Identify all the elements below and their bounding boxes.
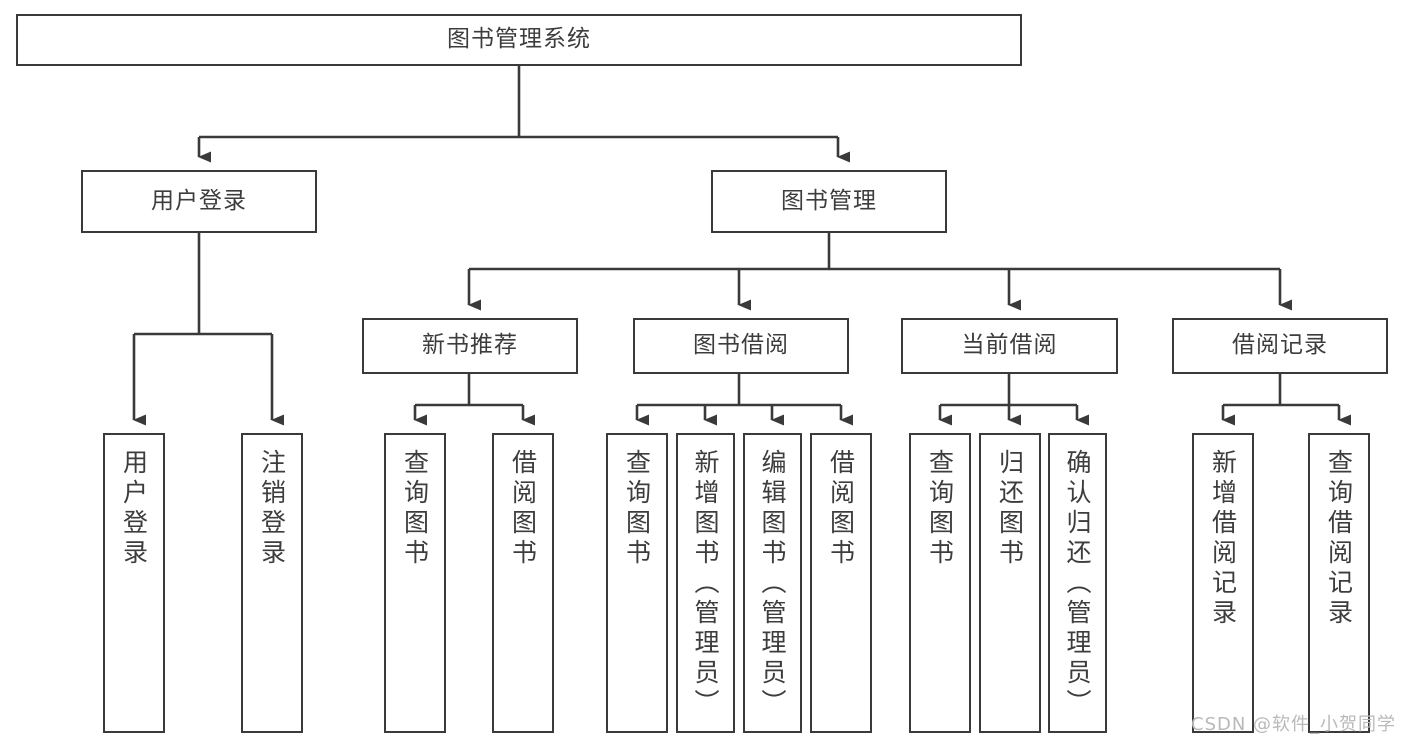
node-borrow-record[interactable]: 借阅记录 <box>1172 318 1388 374</box>
node-user-login[interactable]: 用户登录 <box>81 170 317 233</box>
node-leaf-edit-book[interactable]: 编辑图书（管理员） <box>743 433 802 733</box>
node-user-login-label: 用户登录 <box>151 187 247 214</box>
node-leaf-add-book[interactable]: 新增图书（管理员） <box>676 433 735 733</box>
node-leaf-user-login[interactable]: 用户登录 <box>103 433 165 733</box>
node-leaf-query-book-1[interactable]: 查询图书 <box>384 433 446 733</box>
node-leaf-add-record-label: 新增借阅记录 <box>1208 449 1238 629</box>
node-leaf-return-book[interactable]: 归还图书 <box>979 433 1041 733</box>
node-new-book-recommendation[interactable]: 新书推荐 <box>362 318 578 374</box>
node-leaf-query-book-3-label: 查询图书 <box>925 449 955 569</box>
node-leaf-edit-book-label: 编辑图书（管理员） <box>758 449 787 719</box>
node-leaf-query-record-label: 查询借阅记录 <box>1324 449 1354 629</box>
node-new-book-recommendation-label: 新书推荐 <box>422 332 518 359</box>
node-current-borrow[interactable]: 当前借阅 <box>901 318 1118 374</box>
node-leaf-return-book-label: 归还图书 <box>995 449 1025 569</box>
node-leaf-add-book-label: 新增图书（管理员） <box>691 449 720 719</box>
node-borrow-record-label: 借阅记录 <box>1232 332 1328 359</box>
node-leaf-user-login-label: 用户登录 <box>119 449 149 569</box>
node-leaf-query-book-2[interactable]: 查询图书 <box>606 433 668 733</box>
node-leaf-logout-label: 注销登录 <box>257 449 287 569</box>
node-leaf-borrow-book-2[interactable]: 借阅图书 <box>810 433 872 733</box>
node-leaf-query-book-1-label: 查询图书 <box>400 449 430 569</box>
node-book-management-label: 图书管理 <box>781 187 877 214</box>
node-root[interactable]: 图书管理系统 <box>16 14 1022 66</box>
node-current-borrow-label: 当前借阅 <box>961 332 1058 359</box>
node-book-borrow[interactable]: 图书借阅 <box>633 318 849 374</box>
node-leaf-borrow-book-1[interactable]: 借阅图书 <box>492 433 554 733</box>
node-leaf-query-book-2-label: 查询图书 <box>622 449 652 569</box>
node-leaf-query-record[interactable]: 查询借阅记录 <box>1308 433 1370 733</box>
node-leaf-add-record[interactable]: 新增借阅记录 <box>1192 433 1254 733</box>
node-book-management[interactable]: 图书管理 <box>711 170 947 233</box>
node-leaf-confirm-return-label: 确认归还（管理员） <box>1063 449 1092 719</box>
node-root-label: 图书管理系统 <box>447 26 591 53</box>
node-leaf-borrow-book-1-label: 借阅图书 <box>508 449 538 569</box>
node-leaf-query-book-3[interactable]: 查询图书 <box>909 433 971 733</box>
node-leaf-confirm-return[interactable]: 确认归还（管理员） <box>1048 433 1107 733</box>
node-leaf-logout[interactable]: 注销登录 <box>241 433 303 733</box>
node-leaf-borrow-book-2-label: 借阅图书 <box>826 449 856 569</box>
node-book-borrow-label: 图书借阅 <box>693 332 789 359</box>
